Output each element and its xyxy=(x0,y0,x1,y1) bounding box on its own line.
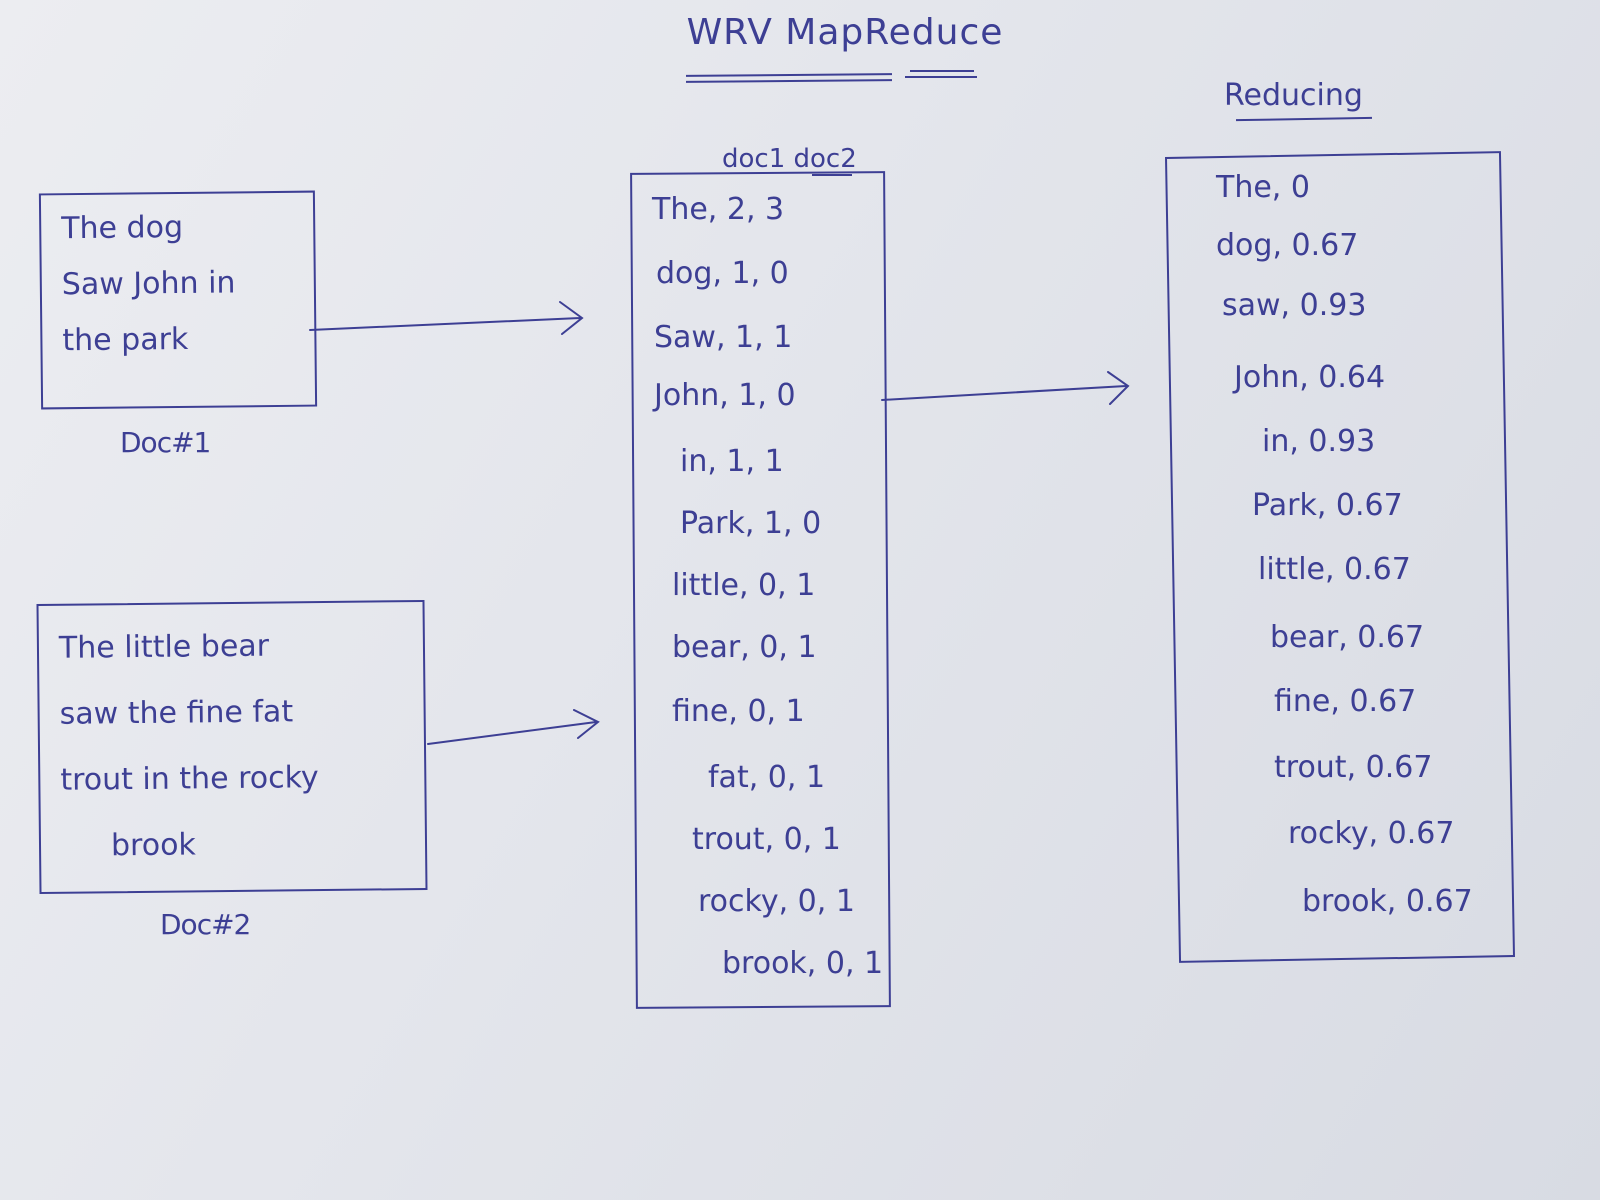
reduce-row: John, 0.64 xyxy=(1234,360,1386,395)
map-row: fine, 0, 1 xyxy=(672,694,805,729)
map-row: fat, 0, 1 xyxy=(708,760,826,795)
map-row: Saw, 1, 1 xyxy=(654,320,793,355)
map-row: trout, 0, 1 xyxy=(692,822,841,857)
map-row: in, 1, 1 xyxy=(680,444,784,479)
diagram-title: WRV MapReduce xyxy=(686,12,1004,53)
reduce-row: saw, 0.93 xyxy=(1222,288,1367,323)
reduce-row: little, 0.67 xyxy=(1258,552,1411,587)
document-2-label: Doc#2 xyxy=(160,908,251,941)
reduce-row: Park, 0.67 xyxy=(1252,488,1403,523)
reduce-row: bear, 0.67 xyxy=(1270,620,1425,655)
map-row: John, 1, 0 xyxy=(654,378,796,413)
map-row: rocky, 0, 1 xyxy=(698,884,855,919)
arrow-map-to-reduce xyxy=(881,371,1130,405)
arrow-doc1-to-map xyxy=(309,301,584,335)
reduce-row: rocky, 0.67 xyxy=(1288,816,1455,851)
document-1-label: Doc#1 xyxy=(120,426,211,459)
map-row: dog, 1, 0 xyxy=(656,256,789,291)
map-row: The, 2, 3 xyxy=(652,192,785,227)
map-row: little, 0, 1 xyxy=(672,568,816,603)
arrow-doc2-to-map xyxy=(427,709,600,745)
map-column-header: doc1 doc2 xyxy=(722,144,857,174)
reduce-row: fine, 0.67 xyxy=(1274,684,1417,719)
reduce-row: The, 0 xyxy=(1216,170,1310,205)
map-row: Park, 1, 0 xyxy=(680,506,822,541)
reduce-row: brook, 0.67 xyxy=(1302,884,1473,919)
reduce-header: Reducing xyxy=(1224,78,1363,113)
map-row: bear, 0, 1 xyxy=(672,630,817,665)
map-row: brook, 0, 1 xyxy=(722,946,884,981)
reduce-row: dog, 0.67 xyxy=(1216,228,1359,263)
reduce-row: trout, 0.67 xyxy=(1274,750,1433,785)
title-underline xyxy=(905,76,977,78)
title-underline xyxy=(910,70,974,72)
reduce-row: in, 0.93 xyxy=(1262,424,1376,459)
map-header-underline xyxy=(812,174,852,176)
